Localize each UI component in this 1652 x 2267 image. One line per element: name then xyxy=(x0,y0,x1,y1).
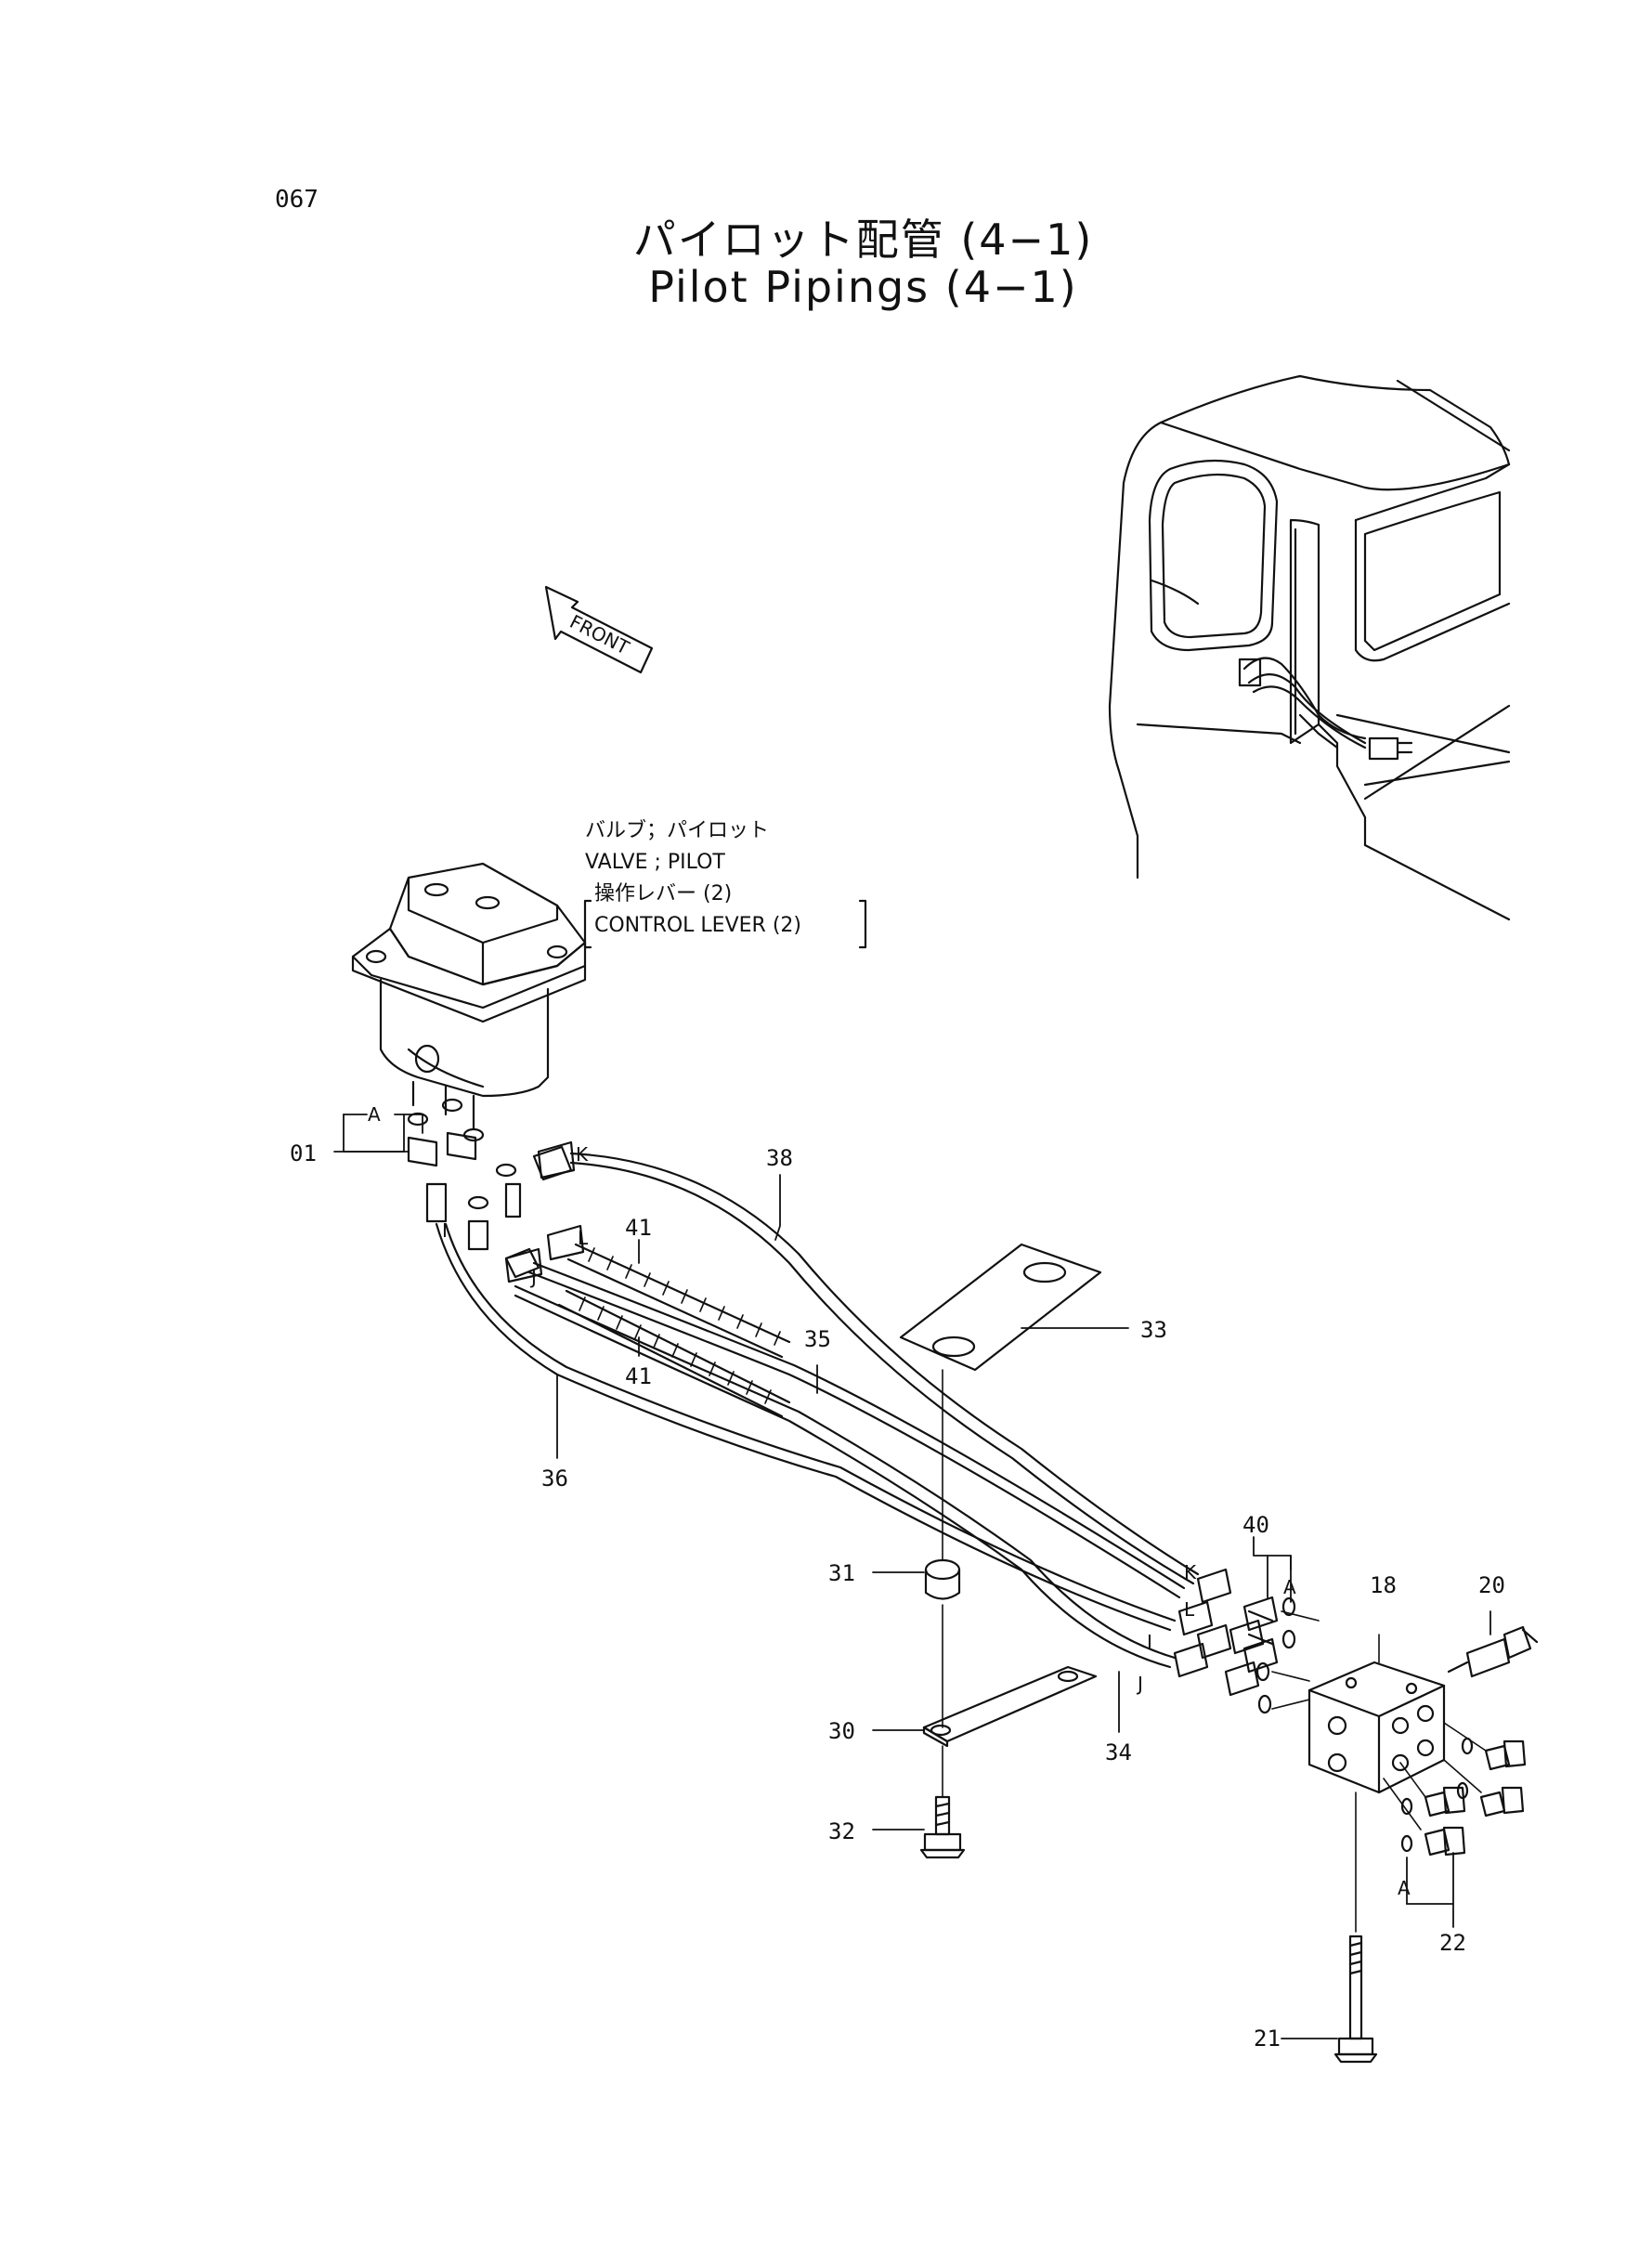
letter-i-left: I xyxy=(442,1219,448,1242)
callout-36: 36 xyxy=(541,1466,568,1492)
callout-30: 30 xyxy=(828,1718,855,1744)
valve-note: バルブ；パイロット VALVE ; PILOT 操作レバー (2) CONTRO… xyxy=(585,815,801,942)
cab-illustration xyxy=(1108,374,1511,921)
pressure-switch-20 xyxy=(1447,1625,1539,1678)
callout-35: 35 xyxy=(804,1326,831,1352)
page-number: 067 xyxy=(275,186,319,214)
callout-41-upper: 41 xyxy=(625,1215,652,1241)
hose-letter-labels: A A A K L I J K L I J xyxy=(368,1103,1411,1899)
pilot-valve-body xyxy=(351,862,587,1130)
braided-hose-41-pattern xyxy=(579,1247,781,1404)
plate-33 xyxy=(899,1243,1102,1372)
letter-j-left: J xyxy=(529,1266,537,1288)
callout-41-lower: 41 xyxy=(625,1363,652,1389)
callout-20: 20 xyxy=(1478,1572,1505,1598)
bolt-32 xyxy=(919,1795,966,1859)
valve-note-en: VALVE ; PILOT xyxy=(585,851,725,874)
callout-32: 32 xyxy=(828,1818,855,1844)
callout-leaders xyxy=(333,1114,1491,2039)
fitting-guide-lines xyxy=(1271,1610,1320,1710)
page-title-english: Pilot Pipings (4−1) xyxy=(648,262,1078,312)
letter-k-left: K xyxy=(576,1143,589,1166)
valve-note-lever-en: CONTROL LEVER (2) xyxy=(594,914,801,937)
letter-l-right: L xyxy=(1184,1598,1195,1621)
valve-note-jp: バルブ；パイロット xyxy=(585,819,770,842)
callout-01: 01 xyxy=(290,1140,317,1166)
hose-end-fittings-left xyxy=(504,1140,585,1283)
callout-38: 38 xyxy=(766,1145,793,1171)
fittings-40 xyxy=(1173,1568,1296,1714)
callout-22: 22 xyxy=(1439,1930,1466,1956)
letter-j-right: J xyxy=(1136,1673,1143,1695)
manifold-block-18 xyxy=(1307,1661,1446,1794)
collar-31 xyxy=(924,1558,961,1600)
front-direction-arrow xyxy=(544,585,654,674)
valve-port-fittings xyxy=(407,1098,573,1279)
plate-30 xyxy=(922,1665,1098,1748)
callout-33: 33 xyxy=(1140,1317,1167,1343)
callout-40: 40 xyxy=(1242,1512,1269,1538)
callout-numbers: 01 38 41 41 35 33 36 40 31 18 20 30 34 3… xyxy=(290,1140,1505,2052)
letter-a-right: A xyxy=(1283,1576,1296,1598)
valve-note-brackets xyxy=(583,899,867,949)
fittings-22-guide-lines xyxy=(1383,1722,1487,1831)
letter-a-left: A xyxy=(368,1103,381,1126)
letter-a-bottom: A xyxy=(1398,1877,1411,1899)
bolt-21 xyxy=(1333,1935,1378,2064)
fittings-22 xyxy=(1400,1737,1527,1857)
letter-l-left: L xyxy=(578,1227,589,1249)
hose-assemblies xyxy=(435,1152,1200,1669)
callout-31: 31 xyxy=(828,1560,855,1586)
callout-18: 18 xyxy=(1370,1572,1397,1598)
callout-21: 21 xyxy=(1254,2026,1281,2052)
letter-k-right: K xyxy=(1184,1561,1197,1583)
letter-i-right: I xyxy=(1147,1631,1152,1653)
page-title-japanese: パイロット配管 (4−1) xyxy=(632,215,1094,265)
valve-note-lever-jp: 操作レバー (2) xyxy=(594,882,733,905)
callout-34: 34 xyxy=(1105,1739,1132,1765)
